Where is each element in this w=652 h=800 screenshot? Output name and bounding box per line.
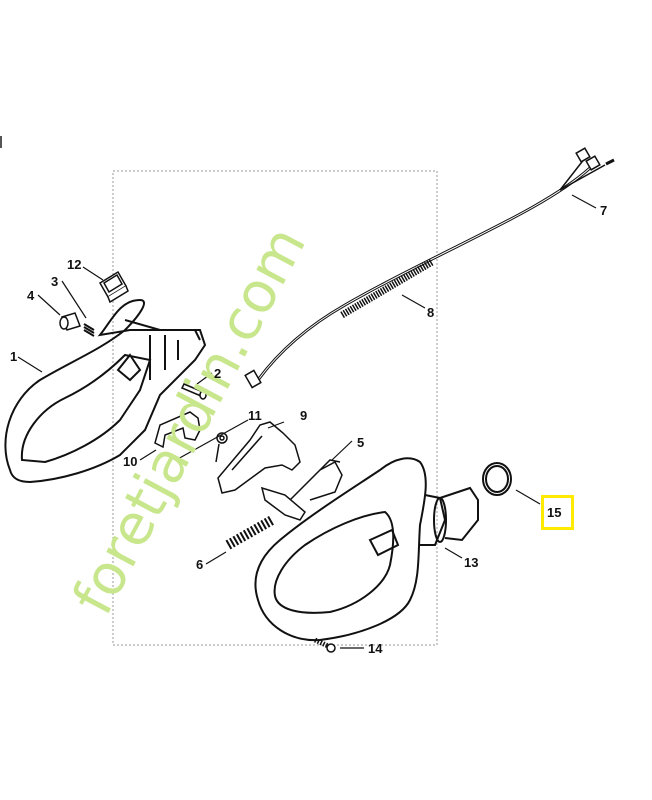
screw-part xyxy=(313,637,336,653)
edge-mark xyxy=(0,136,2,148)
callout-7[interactable]: 7 xyxy=(600,203,608,218)
subassembly-frame xyxy=(112,170,438,646)
callout-6[interactable]: 6 xyxy=(196,557,204,572)
callout-12[interactable]: 12 xyxy=(67,257,82,272)
callout-5[interactable]: 5 xyxy=(357,435,365,450)
switch-part xyxy=(98,270,129,304)
callout-4[interactable]: 4 xyxy=(27,288,35,303)
lever-plate-part xyxy=(260,459,343,521)
callout-10[interactable]: 10 xyxy=(123,454,138,469)
wiring-harness-part xyxy=(244,147,615,389)
callout-15[interactable]: 15 xyxy=(547,505,562,520)
callout-11[interactable]: 11 xyxy=(248,408,262,423)
callout-3[interactable]: 3 xyxy=(51,274,59,289)
lock-lever-part xyxy=(154,411,201,449)
highlight-box-15 xyxy=(541,495,574,530)
callout-8[interactable]: 8 xyxy=(427,305,435,320)
callout-9[interactable]: 9 xyxy=(300,408,308,423)
small-spring-part xyxy=(83,323,95,337)
callout-14[interactable]: 14 xyxy=(368,641,383,656)
torsion-spring-part xyxy=(215,432,228,463)
callout-13[interactable]: 13 xyxy=(464,555,479,570)
left-handle-housing xyxy=(4,298,207,484)
sleeve-part xyxy=(59,312,81,331)
callout-2[interactable]: 2 xyxy=(214,366,222,381)
compression-spring-part xyxy=(225,515,275,550)
callout-1[interactable]: 1 xyxy=(10,349,18,364)
trigger-part xyxy=(217,421,301,494)
o-ring-part xyxy=(482,462,512,496)
leader-lines xyxy=(17,194,597,649)
pin-part xyxy=(180,383,207,400)
right-handle-housing xyxy=(254,457,479,642)
